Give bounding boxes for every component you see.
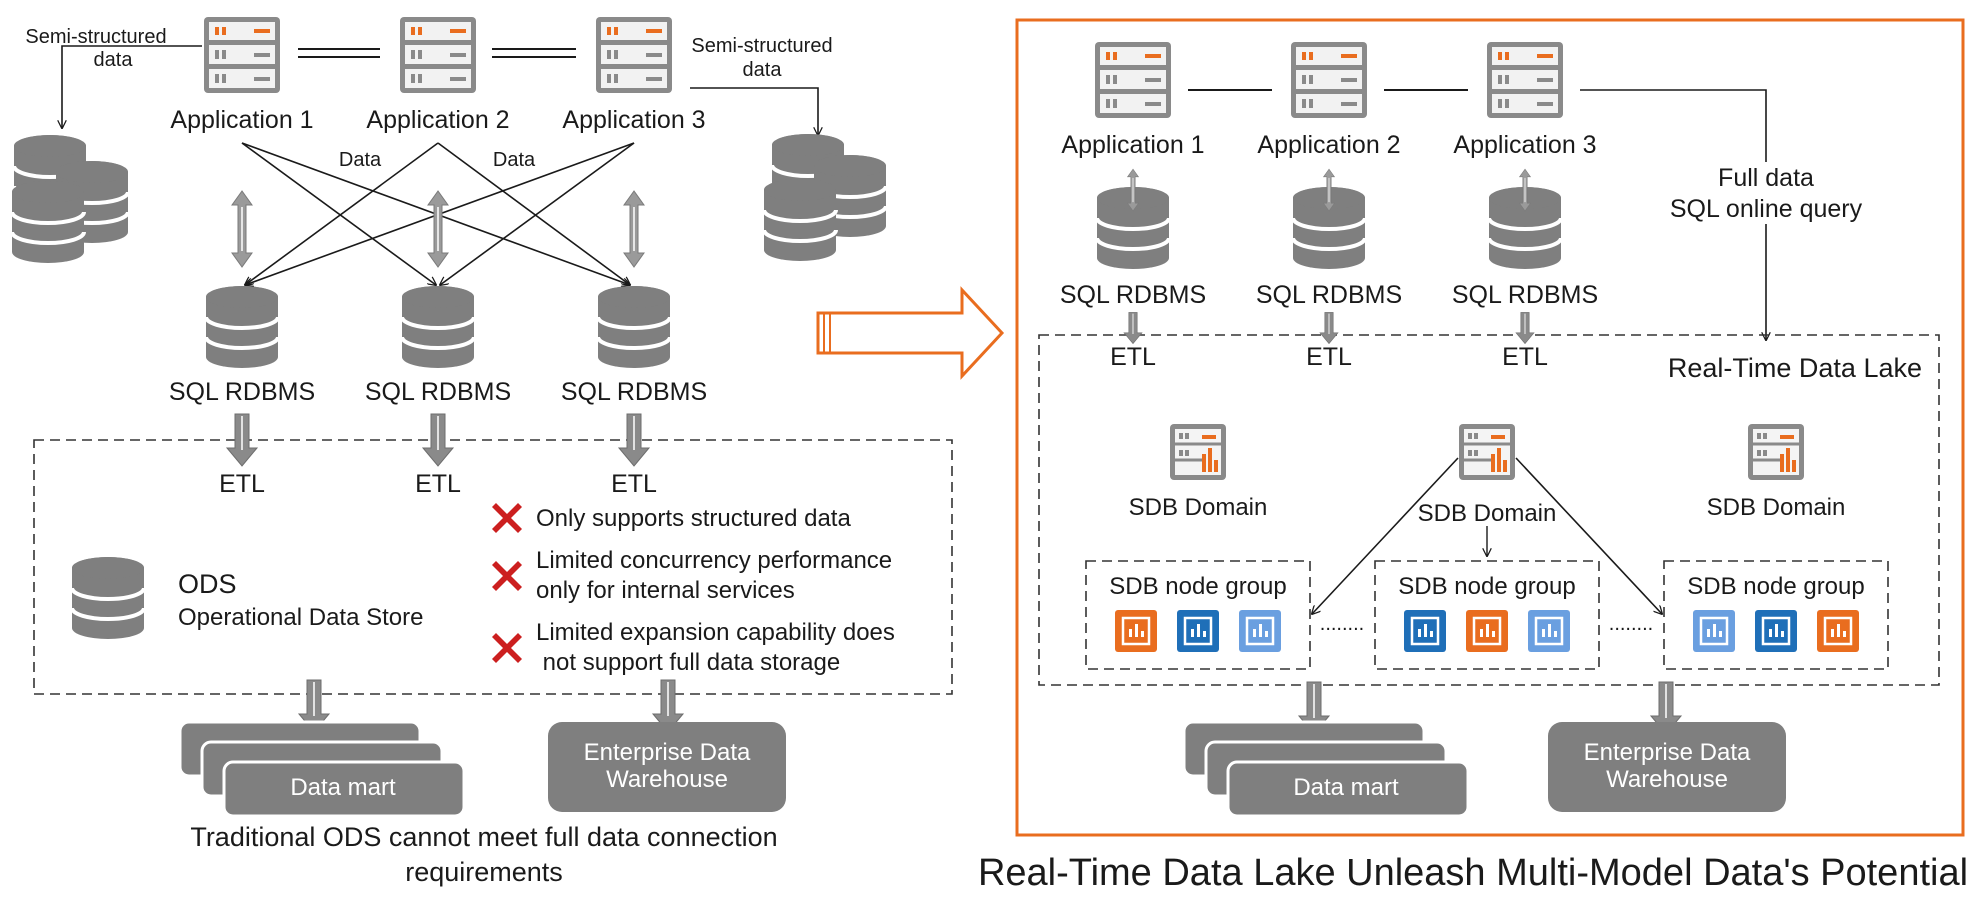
semi-structured-label: data <box>743 59 783 81</box>
cross-icon <box>492 561 522 591</box>
data-label: Data <box>493 149 536 171</box>
sdb-domain-label: SDB Domain <box>1418 500 1557 527</box>
server-icon <box>596 17 672 93</box>
edw-box <box>548 722 786 812</box>
database-icon <box>762 177 838 263</box>
sdb-node-icon <box>1691 608 1737 654</box>
double-arrow-icon <box>427 190 449 268</box>
ellipsis-label: ........ <box>1320 613 1364 635</box>
full-data-label: SQL online query <box>1670 195 1863 223</box>
sdb-node-icon <box>1464 608 1510 654</box>
limitation-text: Limited expansion capability does <box>536 619 895 646</box>
data-label: Data <box>339 149 382 171</box>
database-icon <box>596 284 672 370</box>
database-icon <box>70 555 146 641</box>
node-group-label: SDB node group <box>1398 573 1575 600</box>
sdb-node-icon <box>1175 608 1221 654</box>
node-group-label: SDB node group <box>1109 573 1286 600</box>
data-mart-stack <box>178 720 466 818</box>
etl-label: ETL <box>611 470 657 498</box>
semi-structured-label: Semi-structured <box>25 26 166 48</box>
sdb-domain-icon <box>1168 422 1228 482</box>
ods-subtitle: Operational Data Store <box>178 604 423 631</box>
database-icon <box>204 284 280 370</box>
app-label: Application 2 <box>366 106 509 134</box>
rdbms-label: SQL RDBMS <box>1452 281 1598 309</box>
sdb-node-icon <box>1402 608 1448 654</box>
sdb-domain-label: SDB Domain <box>1129 494 1268 521</box>
ods-container <box>33 439 953 695</box>
cross-icon <box>492 633 522 663</box>
sdb-node-icon <box>1526 608 1572 654</box>
server-icon <box>204 17 280 93</box>
double-arrow-icon <box>623 190 645 268</box>
left-caption: Traditional ODS cannot meet full data co… <box>190 822 777 852</box>
limitation-text: Limited concurrency performance <box>536 547 892 574</box>
data-lake-title: Real-Time Data Lake <box>1668 353 1922 383</box>
rdbms-label: SQL RDBMS <box>365 378 511 406</box>
edw-label: Warehouse <box>606 766 728 793</box>
edw-label: Warehouse <box>1606 766 1728 793</box>
full-data-label: Full data <box>1718 164 1814 192</box>
app-label: Application 3 <box>1453 131 1596 159</box>
down-arrow-icon <box>1515 311 1535 345</box>
sdb-node-icon <box>1113 608 1159 654</box>
left-caption: requirements <box>405 857 563 887</box>
node-group-label: SDB node group <box>1687 573 1864 600</box>
etl-label: ETL <box>1306 343 1352 371</box>
down-arrow-icon <box>1123 311 1143 345</box>
semi-structured-label: data <box>94 49 134 71</box>
server-icon <box>1095 42 1171 118</box>
sdb-node-icon <box>1237 608 1283 654</box>
node-group: SDB node group <box>1663 560 1889 670</box>
data-mart-label: Data mart <box>290 774 396 801</box>
rdbms-label: SQL RDBMS <box>169 378 315 406</box>
edw-label: Enterprise Data <box>1584 739 1751 766</box>
data-mart-label: Data mart <box>1293 774 1399 801</box>
node-group: SDB node group <box>1374 560 1600 670</box>
rdbms-label: SQL RDBMS <box>1256 281 1402 309</box>
hollow-right-arrow-icon <box>816 286 1005 380</box>
limitation-text: Only supports structured data <box>536 505 851 532</box>
app-label: Application 3 <box>562 106 705 134</box>
node-group: SDB node group <box>1085 560 1311 670</box>
double-arrow-icon <box>231 190 253 268</box>
etl-label: ETL <box>1110 343 1156 371</box>
right-panel-frame <box>1015 18 1965 837</box>
edw-box <box>1548 722 1786 812</box>
etl-label: ETL <box>415 470 461 498</box>
etl-label: ETL <box>219 470 265 498</box>
left-panel: Application 1 Application 2 Application … <box>10 17 953 887</box>
database-icon <box>10 179 86 265</box>
ellipsis-label: ........ <box>1609 613 1653 635</box>
semi-structured-label: Semi-structured <box>691 35 832 57</box>
server-icon <box>400 17 476 93</box>
sdb-node-icon <box>1815 608 1861 654</box>
rdbms-label: SQL RDBMS <box>561 378 707 406</box>
right-caption: Real-Time Data Lake Unleash Multi-Model … <box>978 852 1968 894</box>
sdb-node-icon <box>1753 608 1799 654</box>
database-icon <box>400 284 476 370</box>
right-panel: Application 1 Application 2 Application … <box>1015 18 1965 837</box>
limitation-text: only for internal services <box>536 577 795 604</box>
data-mart-stack <box>1182 720 1470 818</box>
app-label: Application 2 <box>1257 131 1400 159</box>
cross-icon <box>492 503 522 533</box>
sdb-domain-icon <box>1457 422 1517 482</box>
sdb-domain-label: SDB Domain <box>1707 494 1846 521</box>
app-label: Application 1 <box>1061 131 1204 159</box>
edw-label: Enterprise Data <box>584 739 751 766</box>
ods-title: ODS <box>178 569 237 599</box>
etl-label: ETL <box>1502 343 1548 371</box>
limitation-text: not support full data storage <box>536 649 840 676</box>
rdbms-label: SQL RDBMS <box>1060 281 1206 309</box>
down-arrow-icon <box>1319 311 1339 345</box>
app-label: Application 1 <box>170 106 313 134</box>
data-lake-container <box>1038 334 1940 686</box>
sdb-domain-icon <box>1746 422 1806 482</box>
server-icon <box>1487 42 1563 118</box>
server-icon <box>1291 42 1367 118</box>
